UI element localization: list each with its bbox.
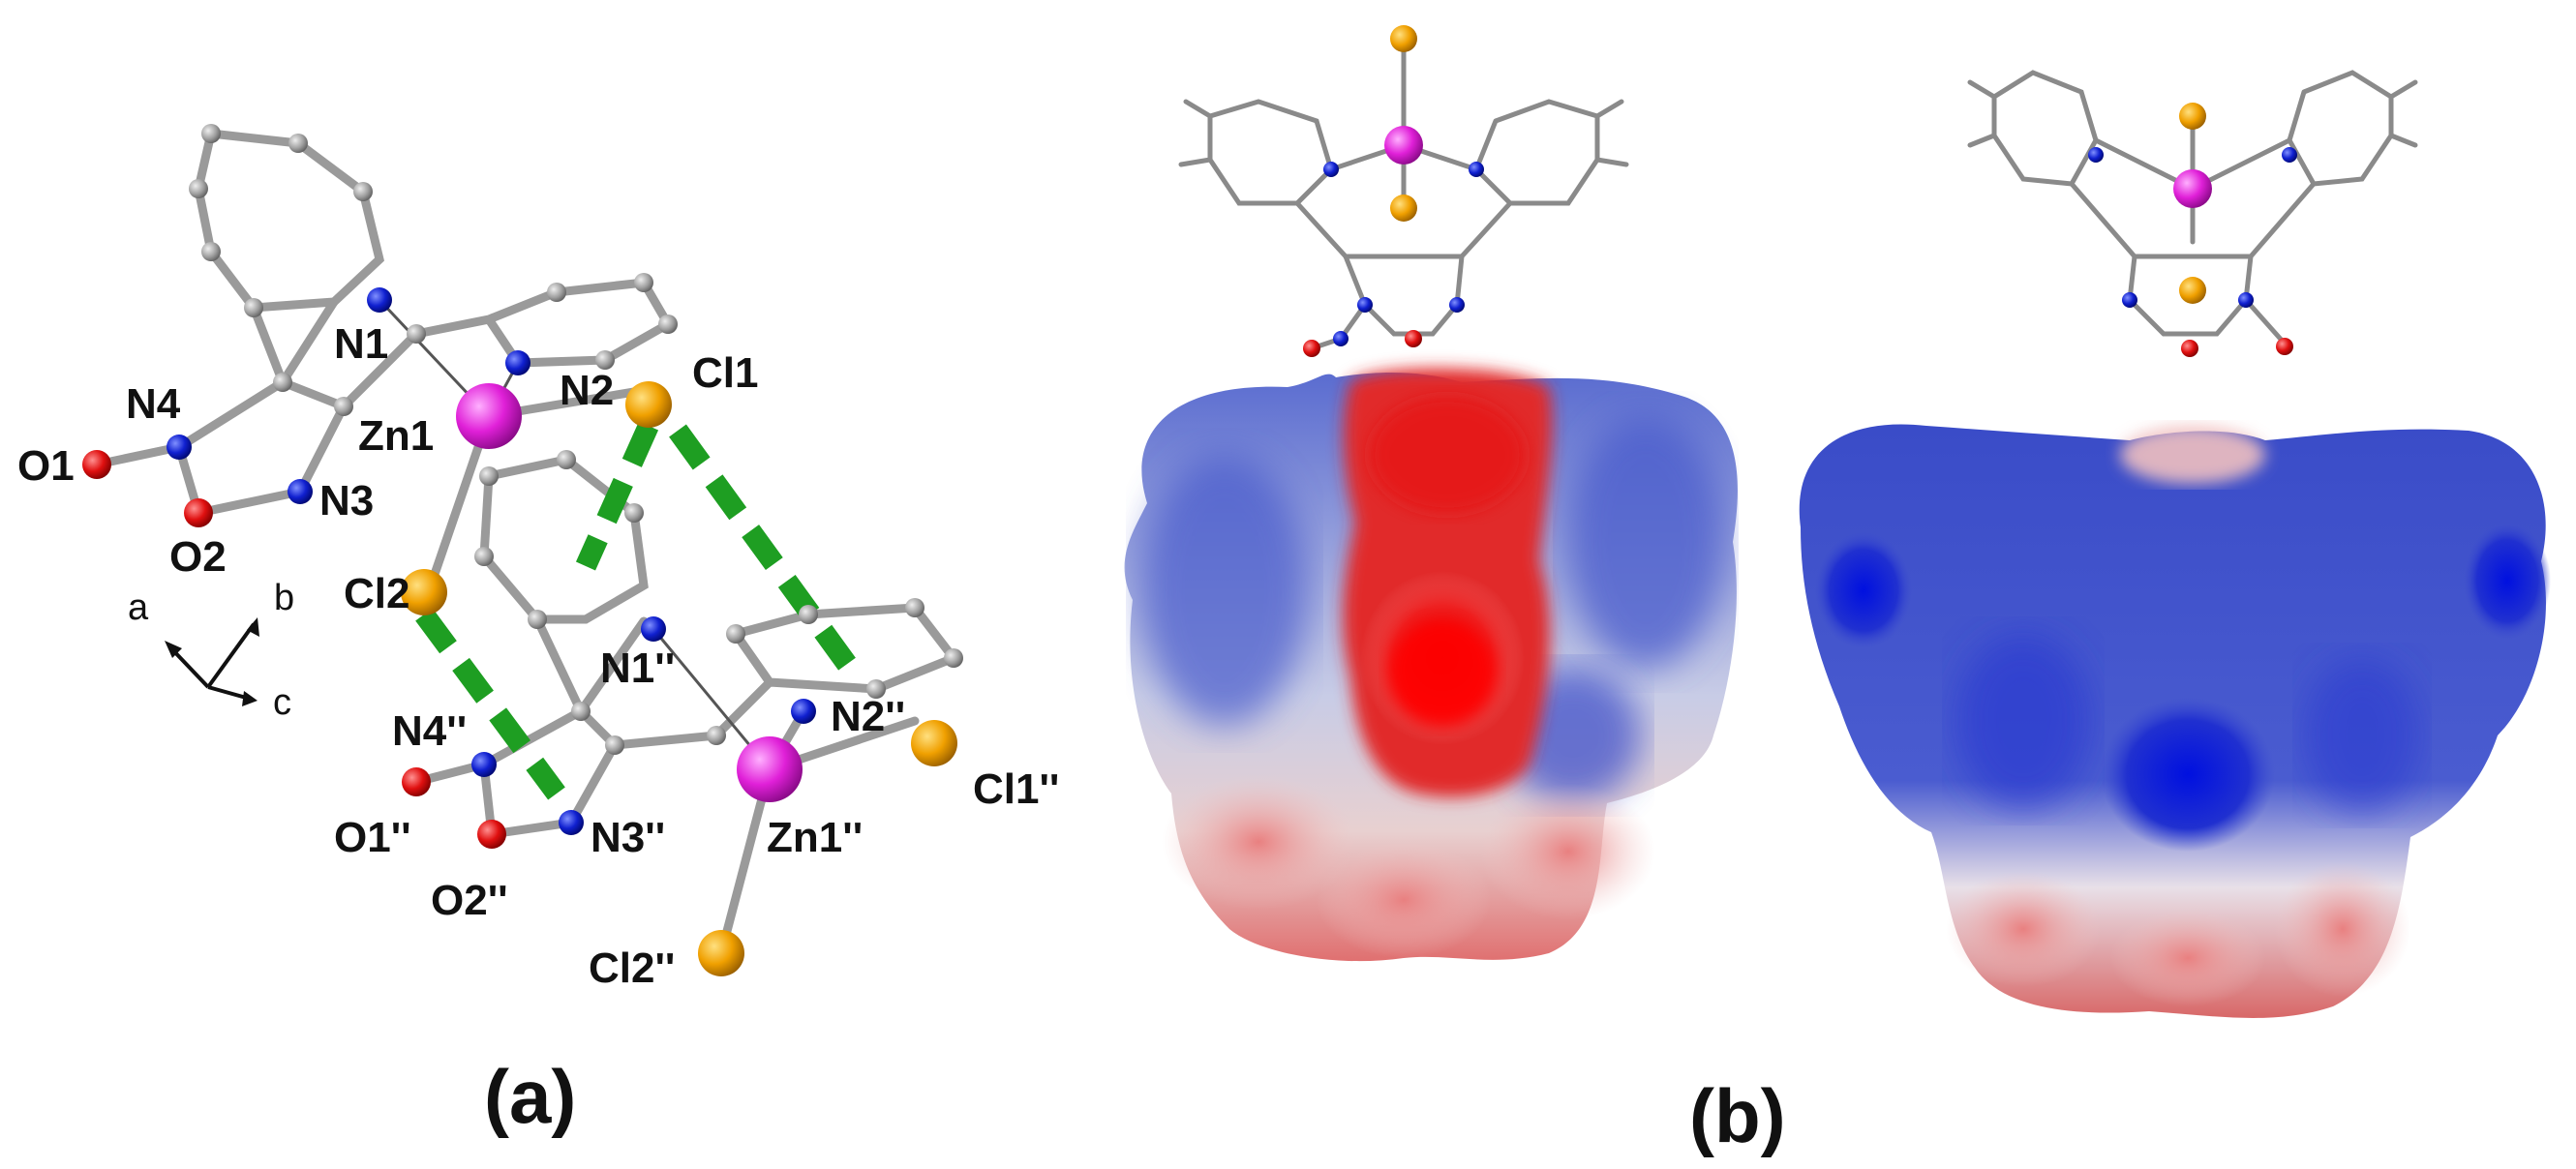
hbond-cl1-a — [575, 421, 659, 571]
label-N1pp: N1'' — [600, 644, 675, 692]
label-N2pp: N2'' — [831, 693, 905, 740]
atom-N4 — [167, 435, 192, 460]
atom-Cl2pp — [698, 930, 744, 976]
label-Cl1: Cl1 — [692, 349, 758, 397]
atom-Zn1 — [456, 383, 522, 449]
heteroatoms-a — [82, 287, 957, 976]
label-O2: O2 — [169, 533, 227, 581]
atom-N1 — [367, 287, 392, 313]
axis-triad: a b c — [128, 578, 294, 723]
atom-N3 — [288, 479, 313, 504]
wireframe-molecule-1 — [1178, 25, 1629, 357]
label-N4: N4 — [126, 380, 181, 428]
atom-N4pp — [471, 752, 497, 777]
label-N1: N1 — [334, 320, 388, 368]
atom-N3pp — [559, 810, 584, 835]
label-Zn1pp: Zn1'' — [767, 814, 863, 861]
axis-a-label: a — [128, 587, 149, 628]
atom-labels: N1 N2 Cl1 N4 Zn1 O1 N3 O2 Cl2 N1'' N2'' … — [17, 320, 1059, 992]
atom-O1 — [82, 450, 111, 479]
atom-N2 — [505, 350, 530, 375]
label-O1pp: O1'' — [334, 814, 411, 861]
panel-a-label: (a) — [484, 1054, 576, 1139]
label-N4pp: N4'' — [392, 707, 467, 755]
panel-b: (b) — [1124, 25, 2551, 1158]
wireframe-molecule-2 — [1967, 70, 2418, 357]
hydrogen-bonds — [415, 421, 865, 800]
esp-surface-2 — [1799, 424, 2551, 1018]
atom-O1pp — [402, 767, 431, 796]
label-Cl1pp: Cl1'' — [973, 765, 1059, 813]
atom-N1pp — [641, 616, 666, 642]
label-N3pp: N3'' — [591, 814, 665, 861]
hbond-cl1-b — [669, 424, 865, 684]
atom-O2pp — [477, 820, 506, 849]
atom-O2 — [184, 498, 213, 527]
atom-N2pp — [791, 699, 816, 724]
axis-c-label: c — [273, 682, 291, 723]
hbond-cl2 — [415, 608, 565, 800]
label-O1: O1 — [17, 442, 75, 490]
panel-b-label: (b) — [1689, 1073, 1786, 1158]
esp-surface-1 — [1124, 368, 1738, 962]
label-Cl2: Cl2 — [344, 570, 409, 617]
panel-a-structure: N1 N2 Cl1 N4 Zn1 O1 N3 O2 Cl2 N1'' N2'' … — [17, 124, 1059, 1139]
atom-Cl1pp — [911, 720, 957, 766]
label-Zn1: Zn1 — [358, 412, 434, 460]
label-N3: N3 — [319, 477, 374, 525]
carbon-atoms — [189, 124, 963, 755]
axis-b-label: b — [274, 578, 294, 618]
label-N2: N2 — [560, 367, 614, 414]
label-O2pp: O2'' — [431, 877, 508, 924]
label-Cl2pp: Cl2'' — [589, 944, 675, 992]
atom-Zn1pp — [737, 736, 803, 802]
atom-Cl1 — [625, 381, 672, 428]
atom-Cl2 — [401, 569, 447, 615]
